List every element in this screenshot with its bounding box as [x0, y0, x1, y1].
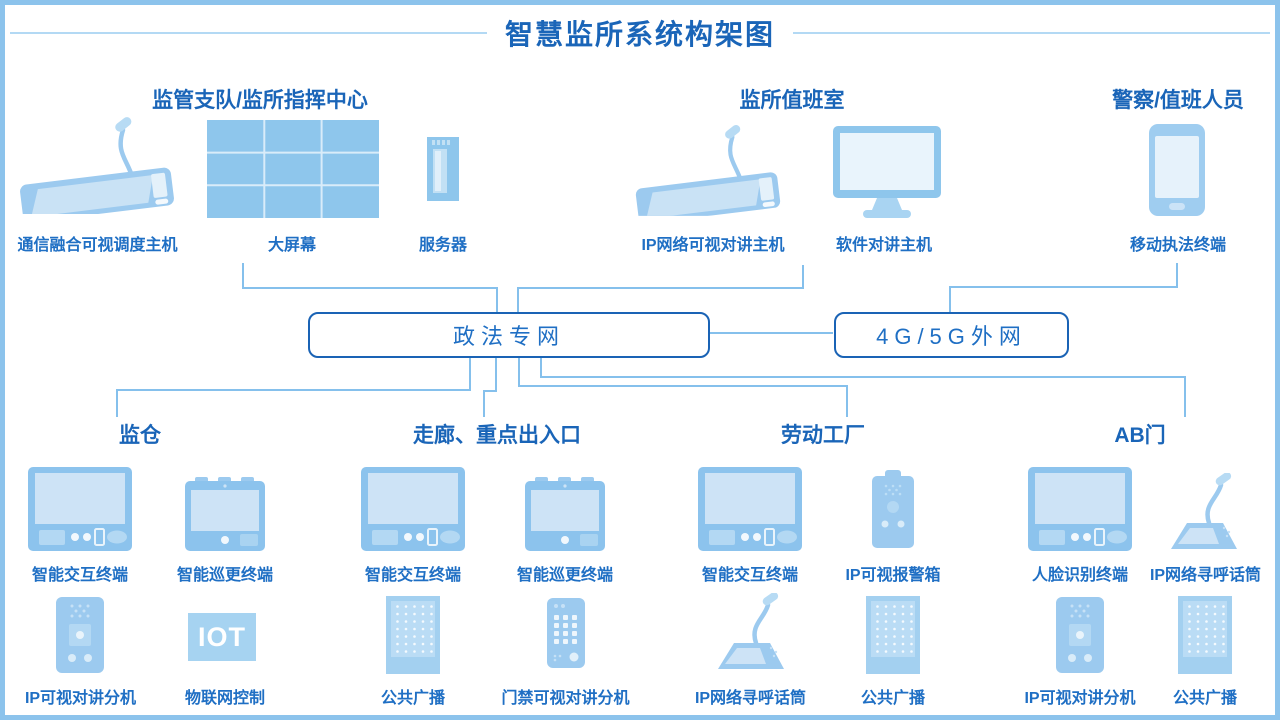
link-private-net-to-cells	[116, 354, 471, 417]
section-header-corridor: 走廊、重点出入口	[413, 424, 581, 447]
device-label: IP可视报警箱	[845, 567, 941, 584]
public-speaker-icon	[866, 596, 920, 674]
device-label: 智能交互终端	[31, 567, 128, 584]
alarm-box-icon	[872, 470, 914, 548]
device-label: IP网络寻呼话筒	[1149, 567, 1262, 584]
door-intercom-icon	[547, 598, 585, 668]
section-header-duty-room: 监所值班室	[739, 89, 845, 112]
device-label: 智能巡更终端	[516, 567, 613, 584]
device-label: 服务器	[418, 237, 467, 254]
device-label: 门禁可视对讲分机	[501, 690, 630, 707]
device-label: IP网络寻呼话筒	[694, 690, 807, 707]
public-speaker-icon	[386, 596, 440, 674]
public-speaker-icon	[1178, 596, 1232, 674]
interactive-terminal-icon	[28, 467, 132, 551]
device-label: 通信融合可视调度主机	[17, 237, 178, 254]
interactive-terminal-icon	[361, 467, 465, 551]
section-header-command-center: 监管支队/监所指挥中心	[152, 89, 368, 112]
interactive-terminal-icon	[1028, 467, 1132, 551]
desktop-monitor-icon	[833, 126, 941, 218]
interactive-terminal-icon	[698, 467, 802, 551]
device-label: 智能交互终端	[701, 567, 798, 584]
device-label: 人脸识别终端	[1031, 567, 1128, 584]
section-header-cells: 监仓	[119, 424, 161, 447]
mobile-phone-icon	[1149, 124, 1205, 216]
link-private-net-to-ab-gate	[540, 354, 1186, 417]
paging-microphone-icon	[712, 593, 790, 673]
patrol-terminal-icon	[185, 477, 265, 551]
dispatch-console-icon	[17, 112, 177, 214]
dispatch-console-icon	[633, 120, 783, 216]
device-label: IP可视对讲分机	[1024, 690, 1136, 707]
video-intercom-icon	[56, 597, 104, 673]
device-label: IP网络可视对讲主机	[641, 237, 785, 254]
section-header-factory: 劳动工厂	[781, 424, 865, 447]
link-private-net-to-factory	[518, 354, 848, 417]
link-police-to-4g5g-net	[949, 263, 1178, 312]
device-label: 公共广播	[1172, 690, 1237, 707]
network-box-private: 政法专网	[308, 312, 710, 358]
paging-microphone-icon	[1165, 473, 1243, 553]
device-label: 智能交互终端	[364, 567, 461, 584]
device-label: 公共广播	[860, 690, 925, 707]
page-title: 智慧监所系统构架图	[504, 19, 775, 50]
device-label: 智能巡更终端	[176, 567, 273, 584]
link-private-net-to-corridor	[483, 354, 497, 417]
device-label: 移动执法终端	[1129, 237, 1226, 254]
device-label: 大屏幕	[267, 237, 316, 254]
link-duty-room-to-private-net	[517, 265, 804, 312]
device-label: IP可视对讲分机	[24, 690, 137, 707]
link-command-center-to-private-net	[242, 263, 498, 312]
patrol-terminal-icon	[525, 477, 605, 551]
iot-controller-box: IOT	[188, 613, 256, 661]
network-box-4g5g: 4G/5G外网	[834, 312, 1069, 358]
device-label: 软件对讲主机	[835, 237, 932, 254]
section-header-police: 警察/值班人员	[1112, 89, 1244, 112]
server-icon	[427, 137, 459, 201]
video-intercom-icon	[1056, 597, 1104, 673]
section-header-ab-gate: AB门	[1114, 424, 1166, 447]
video-wall-icon	[207, 120, 379, 218]
device-label: 物联网控制	[184, 690, 265, 707]
device-label: 公共广播	[380, 690, 445, 707]
